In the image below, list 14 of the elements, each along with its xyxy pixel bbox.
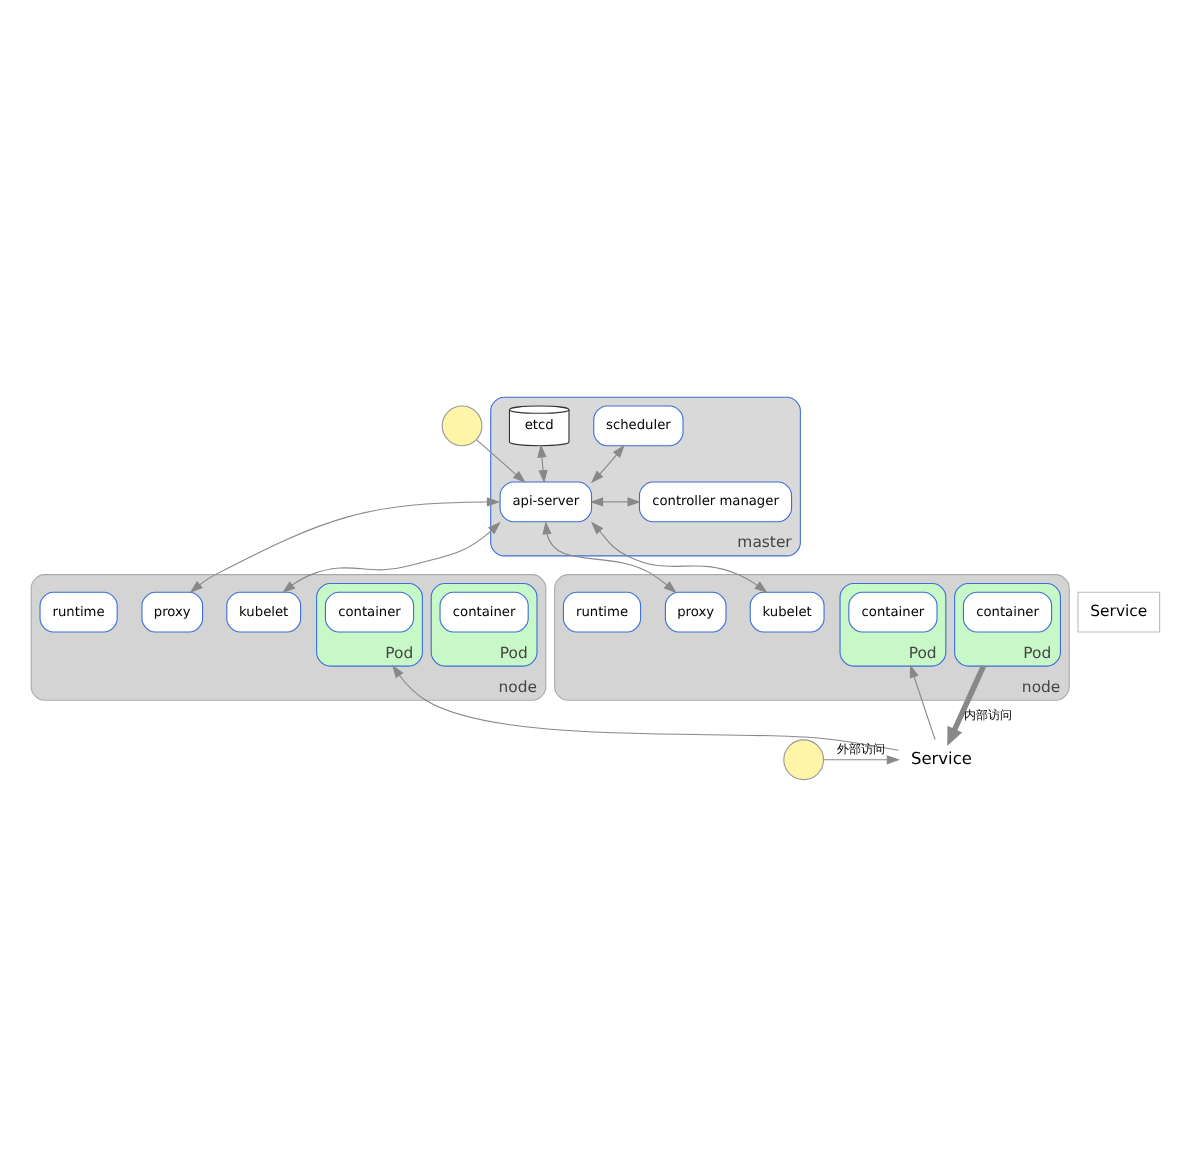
arrow: [947, 664, 986, 746]
arrow: [537, 444, 548, 484]
arrow: [590, 521, 768, 593]
arrow: [282, 521, 501, 593]
arrow: [392, 664, 899, 751]
arrow: [542, 521, 677, 594]
arrow: [823, 755, 900, 765]
node-person: [441, 405, 483, 447]
arrow: [189, 497, 501, 593]
arrow: [589, 497, 641, 507]
arrow: [590, 444, 625, 484]
node-text: Service: [910, 747, 972, 768]
node-person: [783, 739, 825, 781]
arrow: [909, 664, 936, 741]
